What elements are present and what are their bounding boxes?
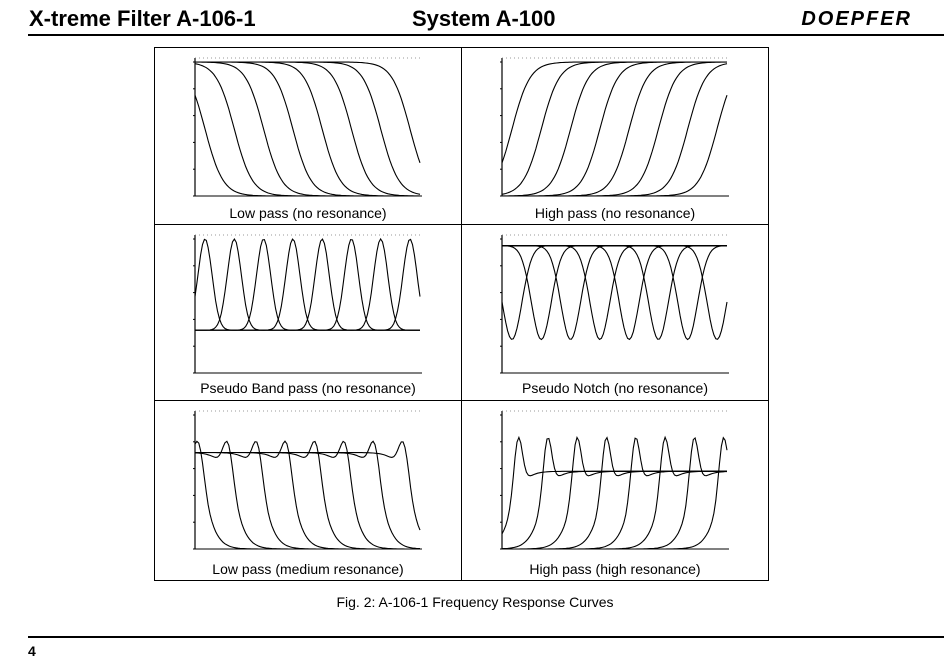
response-curve xyxy=(501,435,727,535)
response-curve xyxy=(502,435,727,550)
response-curve xyxy=(502,61,727,197)
panel-low-pass-no-resonance: Low pass (no resonance) xyxy=(155,48,462,225)
response-curve xyxy=(502,436,727,550)
response-curve xyxy=(502,436,728,550)
panel-label: Low pass (medium resonance) xyxy=(212,561,404,577)
response-curve xyxy=(502,61,727,197)
response-curve xyxy=(195,61,420,197)
response-curve xyxy=(195,61,420,197)
figure-caption: Fig. 2: A-106-1 Frequency Response Curve… xyxy=(336,594,614,610)
response-curve xyxy=(502,61,727,197)
panel-high-pass-no-resonance: High pass (no resonance) xyxy=(462,48,768,225)
response-plot xyxy=(193,234,422,374)
response-plot xyxy=(193,410,422,550)
response-curve xyxy=(195,238,421,331)
response-curve xyxy=(195,238,420,331)
response-plot xyxy=(193,57,422,197)
response-curve xyxy=(195,441,420,550)
frequency-response-figure: Low pass (no resonance) High pass (no re… xyxy=(154,47,769,581)
panel-pseudo-notch: Pseudo Notch (no resonance) xyxy=(462,225,768,401)
response-curve xyxy=(195,61,420,197)
response-curve xyxy=(195,238,420,331)
panel-high-pass-high-resonance: High pass (high resonance) xyxy=(462,401,768,580)
response-curve xyxy=(502,437,727,550)
response-curve xyxy=(502,436,727,550)
panel-label: High pass (high resonance) xyxy=(529,561,701,577)
response-plot xyxy=(500,234,729,374)
response-curve xyxy=(502,61,727,197)
response-curve xyxy=(195,238,420,331)
panel-label: High pass (no resonance) xyxy=(534,205,696,221)
response-curve xyxy=(195,61,420,197)
response-curve xyxy=(194,440,420,550)
footer-rule xyxy=(28,636,944,638)
brand-logo: DOEPFER xyxy=(801,8,912,30)
response-curve xyxy=(195,441,421,531)
response-curve xyxy=(194,440,420,550)
panel-label: Pseudo Band pass (no resonance) xyxy=(200,380,416,396)
header-rule xyxy=(28,34,944,36)
response-curve xyxy=(195,440,420,550)
response-curve xyxy=(195,237,420,331)
response-curve xyxy=(502,245,728,340)
response-curve xyxy=(502,436,727,550)
response-curve xyxy=(195,238,420,331)
system-title: System A-100 xyxy=(412,6,556,31)
panel-pseudo-band-pass: Pseudo Band pass (no resonance) xyxy=(155,225,462,401)
response-curve xyxy=(195,440,421,550)
panel-low-pass-medium-resonance: Low pass (medium resonance) xyxy=(155,401,462,580)
page-number: 4 xyxy=(28,643,36,659)
response-curve xyxy=(195,440,420,550)
response-curve xyxy=(502,95,728,197)
response-curve xyxy=(194,238,420,331)
document-title: X-treme Filter A-106-1 xyxy=(29,6,256,31)
response-curve xyxy=(195,237,420,331)
response-plot xyxy=(500,57,729,197)
response-curve xyxy=(501,437,727,550)
response-plot xyxy=(500,410,729,550)
panel-label: Low pass (no resonance) xyxy=(229,205,387,221)
response-curve xyxy=(195,440,420,550)
panel-label: Pseudo Notch (no resonance) xyxy=(522,380,708,396)
page-header: X-treme Filter A-106-1 System A-100 DOEP… xyxy=(0,0,950,36)
response-curve xyxy=(195,61,421,163)
